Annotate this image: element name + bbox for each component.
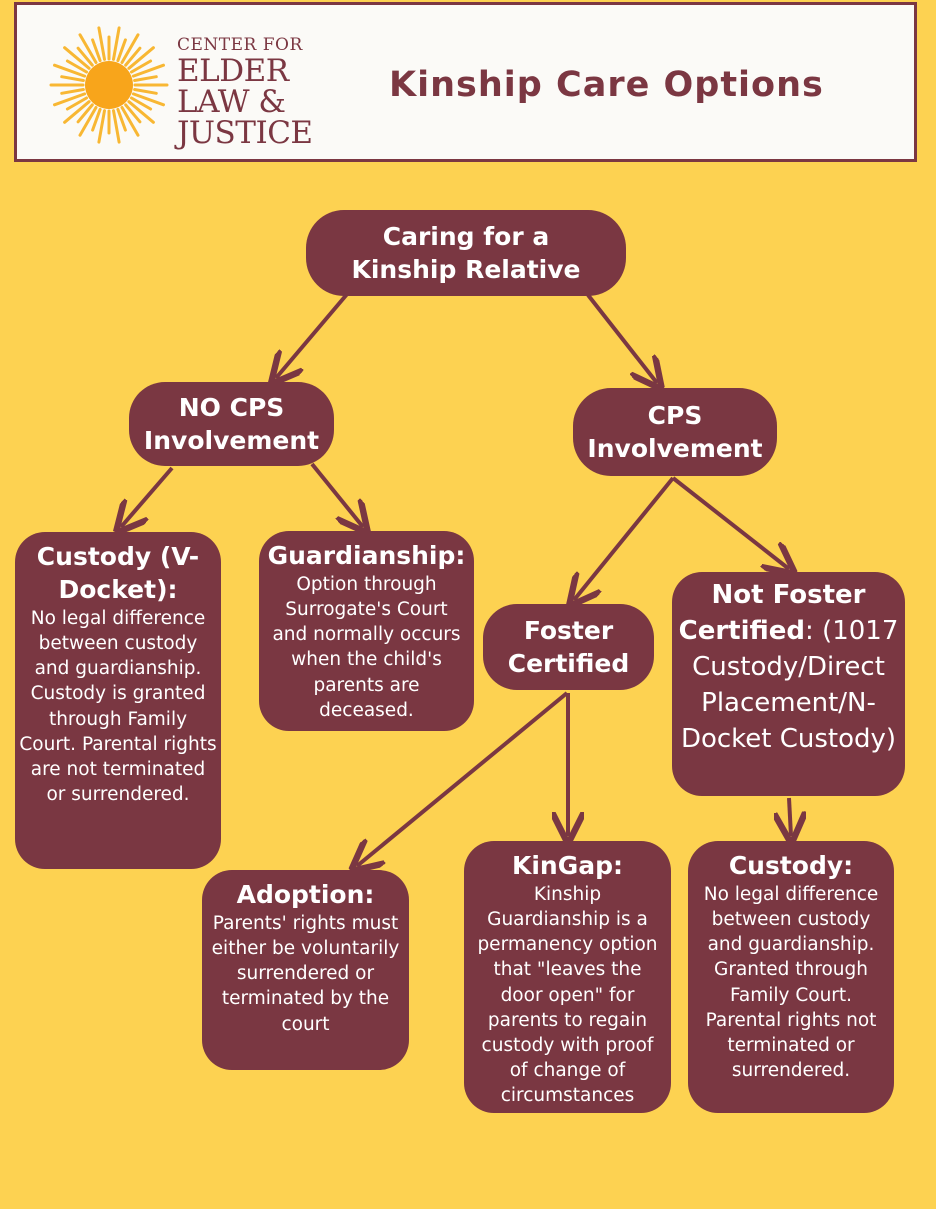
node-body: No legal difference between custody and … — [19, 608, 217, 806]
node-body: Option through Surrogate's Court and nor… — [272, 574, 461, 721]
arrow-foster-to-adoption — [357, 691, 569, 866]
logo-line-1: CENTER FOR — [177, 35, 303, 55]
node-foster-certified: Foster Certified — [483, 604, 654, 690]
arrow-no-cps-to-custody-v — [121, 466, 174, 527]
node-title: Caring for a Kinship Relative — [351, 222, 581, 284]
node-body: No legal difference between custody and … — [703, 884, 879, 1082]
node-cps-involvement: CPS Involvement — [573, 388, 777, 476]
node-title: KinGap: — [511, 851, 624, 880]
arrow-no-cps-to-guardianship — [310, 462, 363, 527]
header-banner: CENTER FOR ELDER LAW & JUSTICE Kinship C… — [14, 2, 917, 162]
sun-logo-icon — [49, 26, 169, 144]
node-not-foster-certified: Not Foster Certified: (1017 Custody/Dire… — [672, 572, 905, 796]
node-custody: Custody: No legal difference between cus… — [688, 841, 894, 1113]
node-no-cps-involvement: NO CPS Involvement — [129, 382, 334, 466]
node-body: Parents' rights must either be voluntari… — [211, 913, 400, 1035]
arrow-root-to-cps — [586, 293, 657, 383]
node-adoption: Adoption: Parents' rights must either be… — [202, 870, 409, 1070]
node-title: Custody (V-Docket): — [36, 542, 200, 604]
arrow-not-foster-to-custody — [789, 797, 791, 836]
node-body: Kinship Guardianship is a permanency opt… — [477, 884, 658, 1107]
arrow-cps-to-not-foster — [671, 476, 789, 569]
node-body: : (1017 Custody/Direct Placement/N-Docke… — [680, 615, 899, 754]
node-title: Foster Certified — [507, 616, 630, 678]
logo-line-4: JUSTICE — [177, 115, 313, 151]
node-title: Guardianship: — [267, 541, 466, 570]
node-title: Not Foster Certified — [678, 580, 866, 646]
node-content: Not Foster Certified: (1017 Custody/Dire… — [676, 578, 901, 757]
page-title: Kinship Care Options — [389, 65, 824, 105]
node-title: NO CPS Involvement — [143, 393, 320, 455]
node-title: CPS Involvement — [587, 401, 763, 463]
organization-logo-text: CENTER FOR ELDER LAW & JUSTICE — [177, 37, 313, 149]
arrow-root-to-no-cps — [276, 291, 350, 378]
arrow-cps-to-foster — [574, 476, 675, 600]
logo-line-2: ELDER — [177, 53, 289, 89]
node-title: Custody: — [728, 851, 854, 880]
logo-line-3: LAW & — [177, 84, 286, 120]
node-kingap: KinGap: Kinship Guardianship is a perman… — [464, 841, 671, 1113]
node-guardianship: Guardianship: Option through Surrogate's… — [259, 531, 474, 731]
node-title: Adoption: — [236, 880, 375, 909]
node-caring-for-kinship-relative: Caring for a Kinship Relative — [306, 210, 626, 296]
node-custody-v-docket: Custody (V-Docket): No legal difference … — [15, 532, 221, 869]
